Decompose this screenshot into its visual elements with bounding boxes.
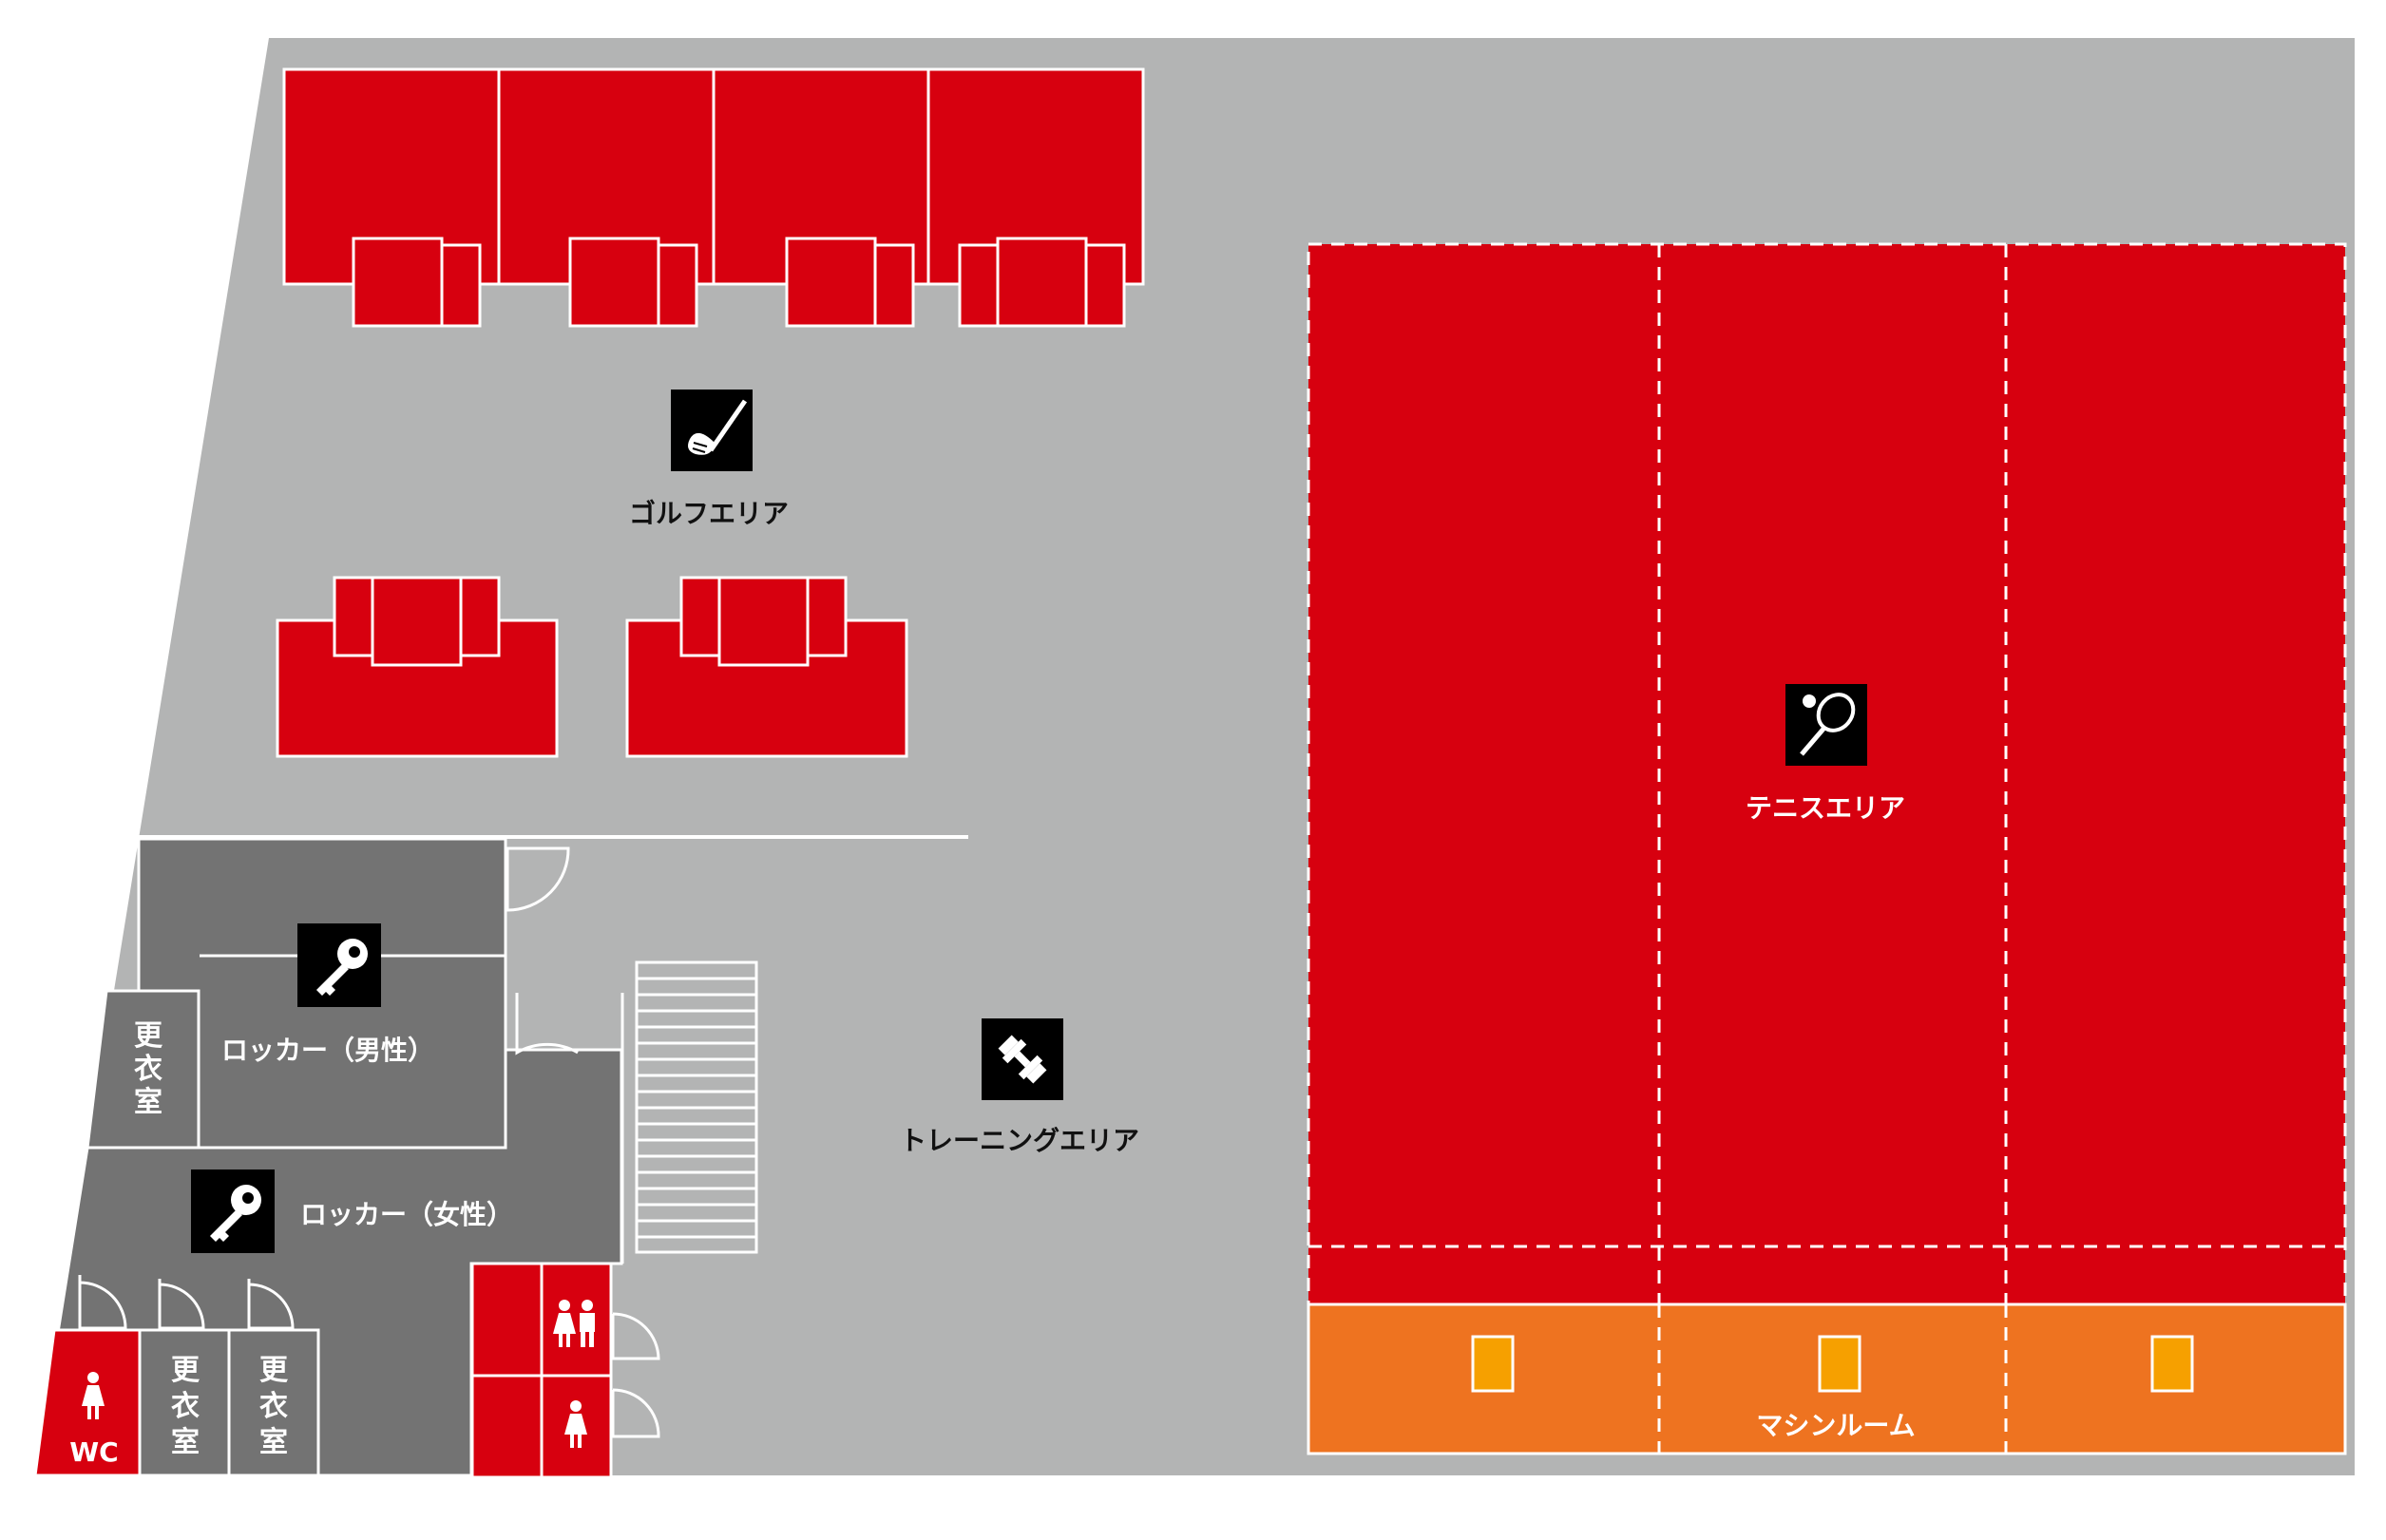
tennis-racket-icon <box>1800 693 1856 756</box>
golf-bay <box>926 67 1145 328</box>
training-area-label: トレーニングエリア <box>900 1125 1139 1156</box>
tennis-icon <box>1785 684 1867 766</box>
golf-bay <box>712 67 930 328</box>
svg-text:衣: 衣 <box>171 1390 200 1423</box>
svg-text:室: 室 <box>259 1426 288 1459</box>
tennis-area-label: テニスエリア <box>1746 792 1905 824</box>
machine-unit <box>1818 1335 1861 1393</box>
doors <box>78 846 660 1438</box>
golf-bay <box>625 576 908 758</box>
tennis-court-lines <box>1307 242 2347 1454</box>
tennis-area <box>1308 244 2345 1304</box>
svg-text:室: 室 <box>134 1086 162 1119</box>
machine-unit <box>1471 1335 1515 1393</box>
machine-units <box>1471 1335 2194 1393</box>
svg-text:衣: 衣 <box>134 1053 162 1086</box>
svg-text:衣: 衣 <box>259 1390 288 1423</box>
svg-text:更: 更 <box>259 1354 289 1387</box>
stairs <box>635 960 758 1254</box>
dumbbell-icon <box>998 1035 1047 1084</box>
svg-text:室: 室 <box>171 1426 200 1459</box>
golf-area-label: ゴルフエリア <box>629 498 789 529</box>
golf-icon <box>671 390 753 471</box>
svg-text:更: 更 <box>171 1354 200 1387</box>
svg-text:更: 更 <box>134 1019 163 1053</box>
locker-women-label: ロッカー（女性） <box>300 1199 513 1230</box>
machine-unit <box>2150 1335 2194 1393</box>
golf-bays <box>276 67 1145 758</box>
golf-bay <box>276 576 559 758</box>
machine-room-label: マシンルーム <box>1756 1410 1915 1441</box>
changing-room-label: 更 衣 室 <box>171 1354 200 1459</box>
changing-room-2 <box>227 1328 320 1477</box>
locker-women-icon <box>191 1169 275 1253</box>
golf-bay <box>497 67 716 328</box>
changing-room-1 <box>138 1328 231 1477</box>
changing-room-label: 更 衣 室 <box>134 1019 163 1119</box>
changing-room-label: 更 衣 室 <box>259 1354 289 1459</box>
wc-label: WC <box>69 1436 118 1468</box>
locker-men-icon <box>297 923 381 1007</box>
golf-club-icon <box>688 399 748 455</box>
training-icon <box>982 1018 1063 1100</box>
locker-men-label: ロッカー（男性） <box>221 1035 434 1066</box>
restrooms <box>470 1262 613 1479</box>
